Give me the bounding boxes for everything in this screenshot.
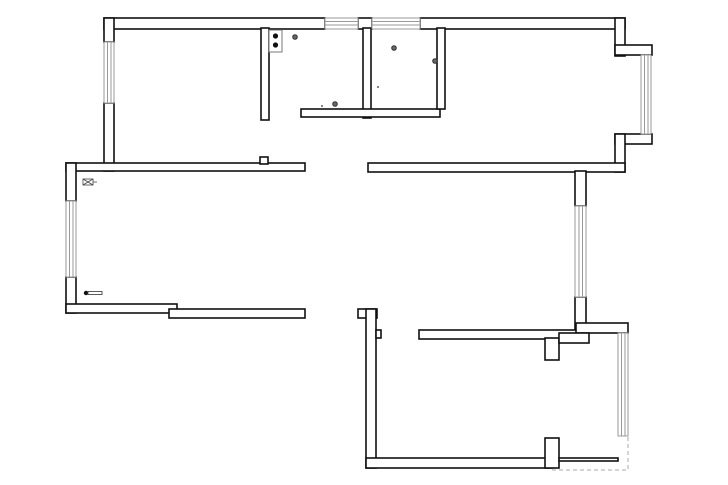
lower-bottom-wall-right (558, 457, 619, 462)
window-living-left (65, 200, 77, 278)
burner-icon (272, 33, 279, 39)
top-wall-left (103, 17, 326, 30)
burner-icon (272, 42, 279, 48)
upper-left-wall-bottom (103, 102, 115, 172)
pipe-icon (320, 104, 324, 108)
wall-bump (259, 156, 269, 165)
floor-drain-icon (332, 101, 338, 107)
radiator-icon (83, 290, 103, 296)
walls (65, 17, 653, 471)
ac-unit-icon (82, 178, 97, 186)
bay-top (614, 44, 653, 56)
living-bottom-wall-a (65, 303, 178, 314)
middle-stub (544, 337, 560, 361)
bath-right-wall (436, 27, 446, 110)
floor-drain-icon (391, 45, 397, 51)
window-upper-left (103, 41, 115, 104)
upper-right-wall-a (614, 17, 626, 57)
windows (65, 17, 652, 437)
window-bay (640, 54, 652, 135)
corner-box (558, 332, 590, 344)
lower-bottom-step (544, 437, 560, 469)
top-wall-right (419, 17, 626, 30)
living-left-wall-top (65, 162, 77, 202)
lower-bump (375, 329, 382, 339)
fixtures (82, 29, 438, 296)
kitchen-bath-wall (362, 27, 372, 119)
window-balcony (617, 332, 629, 437)
east-wall-upper (574, 170, 587, 207)
balcony-dashed-edge (552, 436, 629, 471)
east-corner (575, 322, 629, 334)
pipe-icon (376, 85, 380, 89)
window-east (574, 205, 587, 298)
upper-left-bottom-wall (65, 162, 306, 172)
lower-left-wall (365, 308, 377, 469)
bedroom-kitchen-wall (260, 27, 270, 121)
upper-right-bottom-wall (367, 162, 626, 173)
window-top-right (371, 17, 421, 30)
upper-left-wall-top (103, 17, 115, 43)
kitchen-bath-bottom-wall (300, 108, 441, 118)
floor-drain-icon (432, 58, 438, 64)
window-top-left (324, 17, 359, 30)
living-bottom-wall-b (168, 308, 306, 319)
floor-drain-icon (292, 34, 298, 40)
lower-bottom-wall (365, 457, 553, 469)
stove-box (268, 29, 283, 53)
